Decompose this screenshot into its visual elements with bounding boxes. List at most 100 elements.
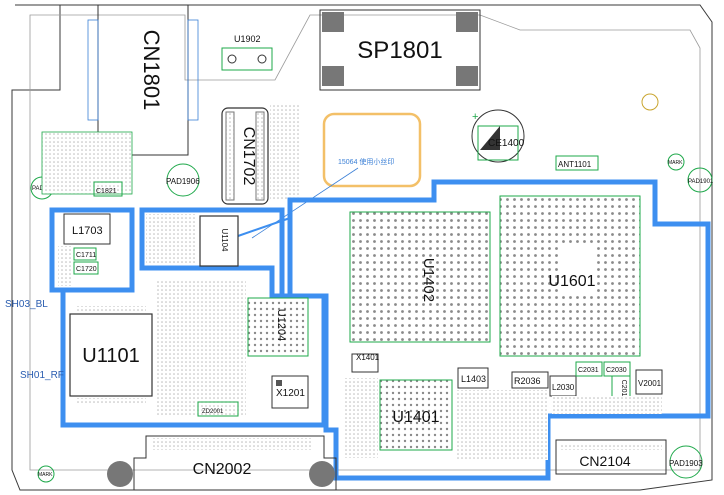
c2031-body: [575, 361, 603, 377]
fiducial: [641, 93, 659, 111]
u1204-label: U1204: [275, 309, 287, 341]
x1201-body: [271, 375, 309, 409]
l2030-label: L2030: [552, 383, 575, 392]
c2030-label: C2030: [606, 367, 627, 374]
c1821-body: [93, 181, 123, 197]
u1601-clear-area: [560, 246, 594, 296]
shield-link: [237, 217, 291, 237]
pad1906-label: PAD1906: [166, 177, 200, 186]
pad1906-ring: [166, 163, 200, 197]
c2031-label: C2031: [578, 367, 599, 374]
x1201-pad: [276, 380, 282, 386]
cn2002-body: [133, 435, 337, 491]
sp1801-pad-tr: [456, 12, 478, 32]
shield-sh01-outline: [60, 207, 327, 428]
side-label-sh03: SH03_BL: [5, 299, 48, 310]
ant1101-body: [555, 155, 599, 171]
sp1801-pad-tl: [322, 12, 344, 32]
shield-sh03-outline: [49, 207, 135, 293]
board-outline: [11, 4, 713, 491]
u1402-label: U1402: [420, 258, 437, 302]
u1902-label: U1902: [234, 34, 261, 44]
sp1801-pad-br: [456, 66, 478, 86]
bottom-center-component-area: [456, 390, 548, 460]
cn1801-pad-left: [87, 19, 99, 121]
u1401-body: [379, 379, 453, 451]
sp1801-label: SP1801: [357, 37, 442, 64]
cn2002-pad-strip: [152, 438, 312, 450]
u1601-label: U1601: [548, 273, 595, 290]
x1201-label: X1201: [276, 388, 305, 399]
c1711-label: C1711: [76, 252, 96, 259]
x1401-body: [351, 353, 379, 373]
cn1702-side-area: [270, 104, 300, 200]
cn2104-body: [555, 439, 667, 475]
zd2001-body: [197, 401, 239, 417]
c1720-body: [73, 261, 99, 275]
u1402-body: [349, 211, 491, 343]
pad1903-ring: [669, 445, 703, 479]
ce1400-fill: [480, 126, 500, 150]
l1403-label: L1403: [461, 374, 486, 384]
u1204-body: [247, 297, 309, 357]
ce1400-plus: +: [472, 111, 478, 123]
u1101-body: [69, 313, 153, 397]
u1104-surroundings: [146, 214, 196, 264]
mark-bottom-label: MARK: [38, 472, 53, 478]
u1104-label: U1104: [220, 229, 229, 253]
l1703-label: L1703: [72, 225, 103, 237]
cn2104-label: CN2104: [579, 453, 631, 469]
r2036-label: R2036: [514, 376, 541, 386]
side-label-sh01: SH01_RF: [20, 370, 64, 381]
cn1702-label: CN1702: [240, 127, 257, 186]
left-shield-fill: [58, 246, 72, 286]
cn2104-pad-strip: [560, 444, 662, 450]
cn1801-pad-right: [187, 19, 199, 121]
u1902-body: [221, 47, 273, 71]
c1821-label: C1821: [96, 188, 117, 195]
c1720-label: C1720: [76, 266, 97, 273]
mark-top-label: MARK: [668, 160, 683, 166]
cn2002-hole-left: [107, 461, 133, 487]
x1401-label: X1401: [356, 353, 380, 362]
pad1903-label: PAD1903: [669, 459, 703, 468]
zd2001-label: ZD2001: [202, 409, 224, 415]
bottom-right-component-area: [552, 396, 662, 414]
v2001-body: [635, 369, 663, 395]
ant1101-label: ANT1101: [558, 160, 592, 169]
annotation-leader: [251, 167, 359, 239]
mark-bottom-ring: [37, 465, 55, 483]
ce1400-polarity: [477, 125, 519, 161]
bottom-left-component-area: [344, 378, 378, 458]
u1401-label: U1401: [392, 409, 439, 426]
annotation-text: 15064 使用小丝印: [338, 157, 394, 166]
cn2002-hole-right: [309, 461, 335, 487]
left-component-area: [41, 131, 133, 195]
ce1400-body: [471, 109, 525, 163]
c1711-body: [73, 247, 97, 261]
pad1901-ring: [687, 167, 713, 193]
u1101-pad-top: [76, 306, 146, 312]
board-inner-outline: [29, 14, 701, 471]
u1902-pad-1: [227, 54, 237, 64]
ce1400-label: CE1400: [488, 138, 525, 149]
l1403-body: [457, 367, 489, 389]
r2036-body: [511, 371, 549, 389]
u1101-pad-bottom: [76, 398, 146, 404]
cn2002-label: CN2002: [193, 461, 252, 478]
mark-top-ring: [667, 153, 685, 171]
cn1702-pad-strip-left: [225, 111, 235, 201]
cn1702-body: [221, 107, 269, 205]
v2001-label: V2001: [638, 379, 662, 388]
sp1801-pad-bl: [322, 66, 344, 86]
u1902-pad-2: [257, 54, 267, 64]
pad1901-label: PAD1901: [688, 179, 714, 185]
copper-pad: [322, 112, 422, 188]
l1703-body: [63, 213, 111, 245]
cn1801-label: CN1801: [139, 30, 164, 111]
u1101-label: U1101: [82, 345, 139, 367]
mid-left-component-area: [156, 280, 246, 416]
cn1702-pad-strip-right: [255, 111, 265, 201]
